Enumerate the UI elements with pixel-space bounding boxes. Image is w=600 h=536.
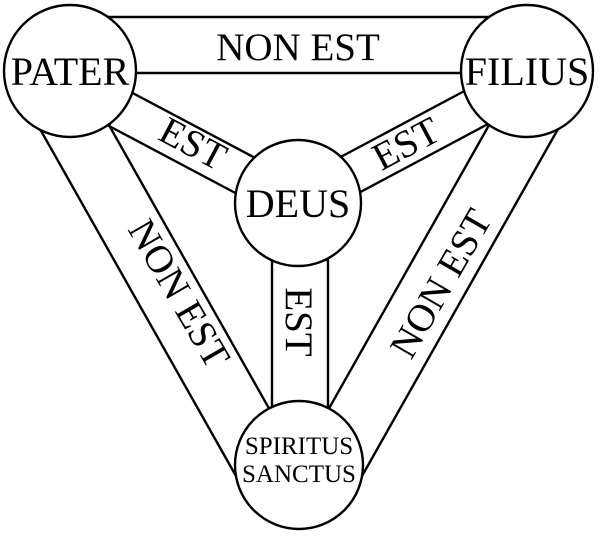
node-pater: PATER (2, 3, 138, 139)
node-spiritus-sanctus-label-line1: SPIRITUS (245, 433, 353, 460)
node-filius-label: FILIUS (465, 49, 589, 94)
band-spiritus-deus: EST (270, 258, 330, 412)
band-pater-filius: NON EST (106, 15, 494, 75)
node-deus-circle (233, 138, 363, 268)
node-spiritus-sanctus: SPIRITUS SANCTUS (233, 399, 365, 531)
node-spiritus-sanctus-circle (233, 399, 365, 531)
node-deus-label: DEUS (246, 181, 350, 226)
band-spiritus-deus-label: EST (277, 287, 320, 357)
node-filius: FILIUS (459, 3, 595, 139)
band-filius-deus: EST (333, 86, 490, 198)
band-pater-filius-label: NON EST (216, 26, 380, 69)
node-pater-circle (2, 3, 138, 139)
node-pater-label: PATER (11, 49, 130, 94)
node-filius-circle (459, 3, 595, 139)
node-deus: DEUS (233, 138, 363, 268)
node-spiritus-sanctus-label-line2: SANCTUS (242, 461, 356, 488)
